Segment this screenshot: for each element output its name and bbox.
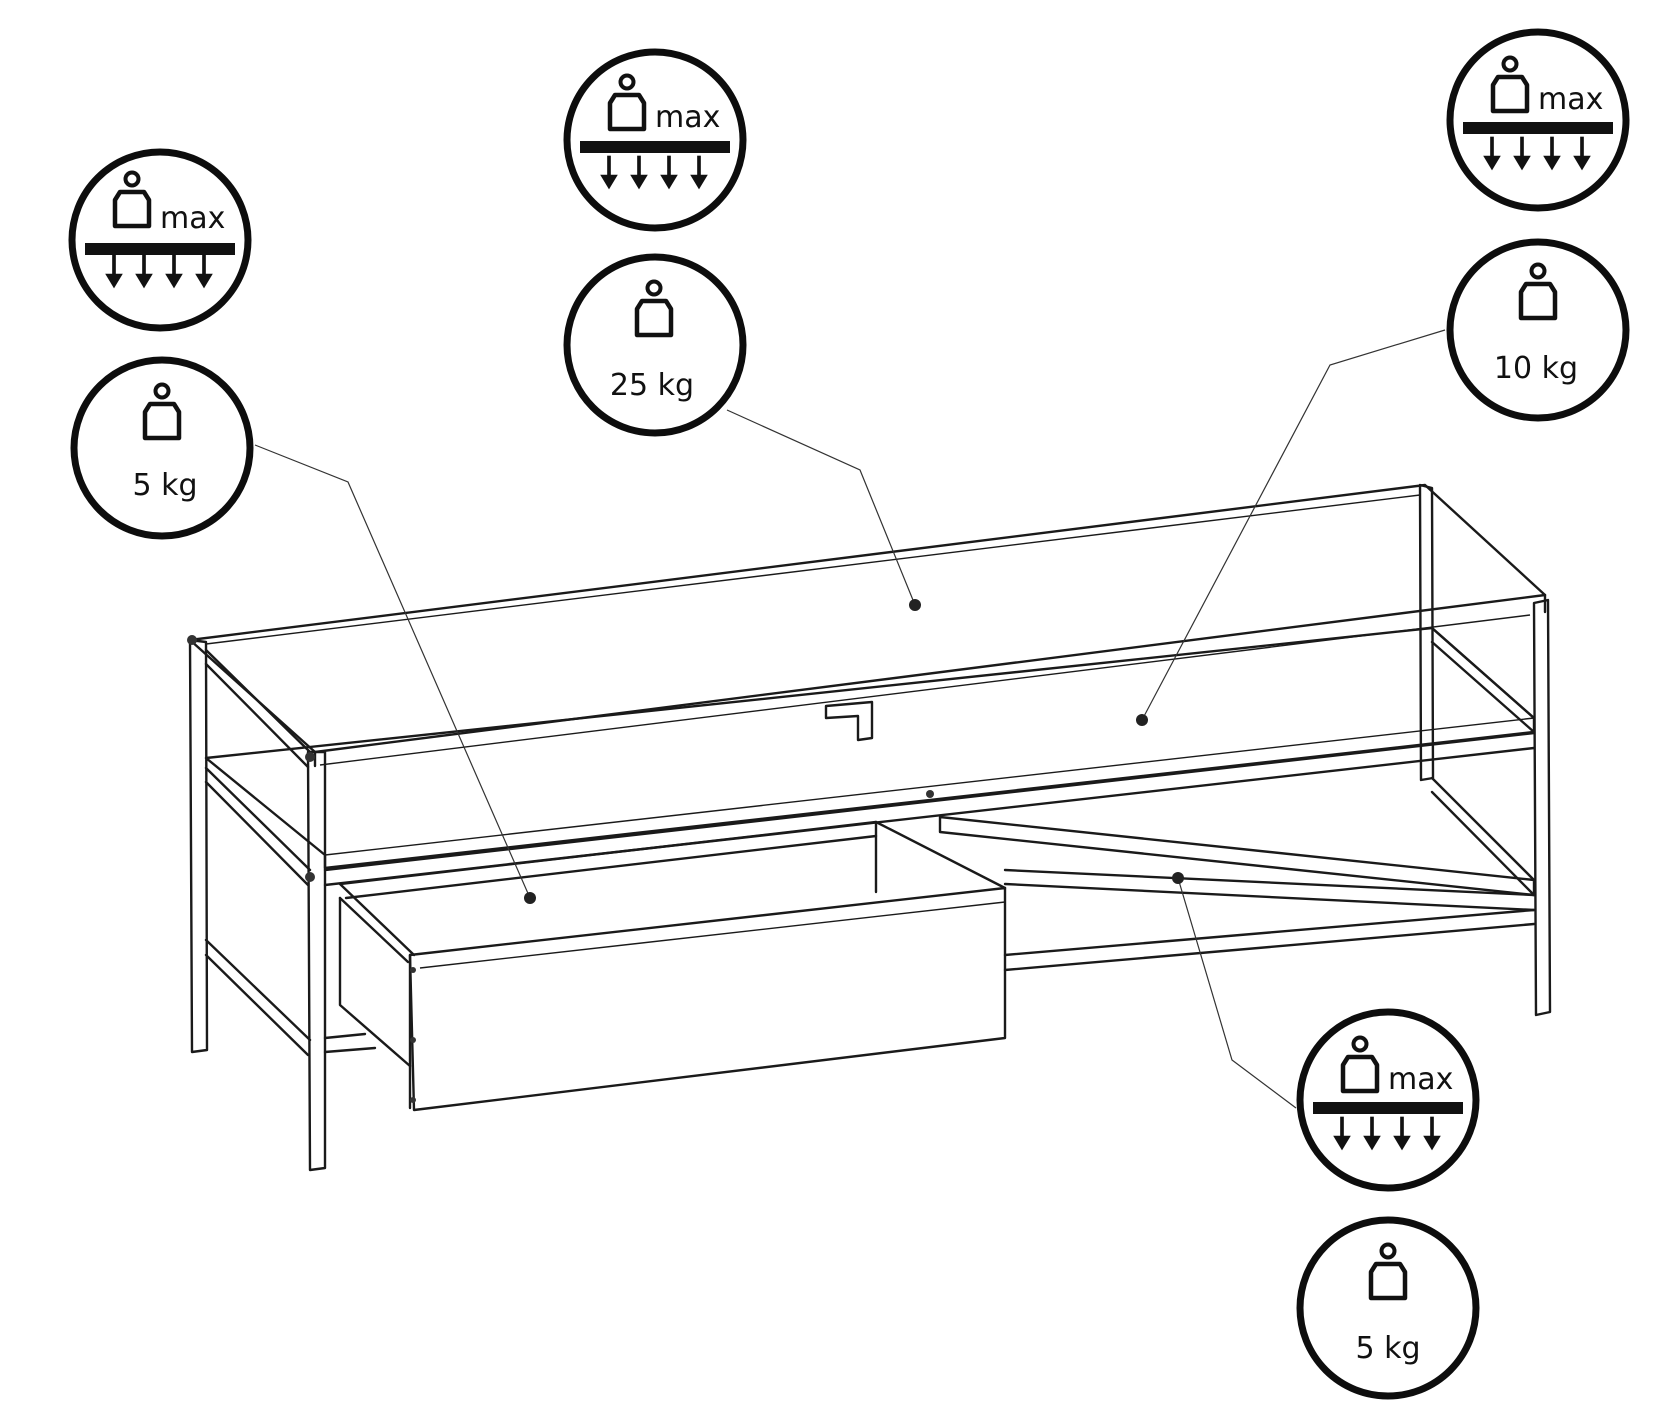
open-drawer: [338, 820, 1007, 1112]
max-label: max: [1388, 1062, 1453, 1097]
right-back-leg: [1418, 483, 1435, 782]
load-bar: [85, 243, 235, 255]
right-front-leg: [1532, 598, 1552, 1017]
leader-lines: [254, 329, 1446, 1109]
badge-group-top-shelf: max 25 kg: [563, 48, 747, 437]
max-label: max: [655, 100, 720, 135]
badge-group-drawer-right: max 5 kg: [1296, 1008, 1480, 1400]
load-value-badge: 10 kg: [1446, 238, 1630, 422]
left-back-leg: [188, 638, 209, 1054]
load-bar: [580, 141, 730, 153]
middle-shelf-marker: [1136, 714, 1148, 726]
load-value-badge: 5 kg: [70, 356, 254, 540]
badge-group-middle-shelf: max 10 kg: [1446, 28, 1630, 422]
middle-shelf-board: [204, 626, 1536, 870]
leader-dots: [524, 599, 1184, 904]
left-front-leg: [306, 750, 327, 1172]
load-bar: [1463, 122, 1613, 134]
max-load-badge: max: [1446, 28, 1630, 212]
drawer-left-marker: [524, 892, 536, 904]
max-label: max: [1538, 82, 1603, 117]
load-value-badge: 5 kg: [1296, 1216, 1480, 1400]
max-load-badge: max: [1296, 1008, 1480, 1192]
top-shelf-board: [188, 483, 1547, 768]
lower-frame: [323, 731, 1536, 1054]
load-value-label: 25 kg: [610, 368, 694, 403]
load-value-badge: 25 kg: [563, 253, 747, 437]
load-bar: [1313, 1102, 1463, 1114]
load-value-label: 5 kg: [1355, 1331, 1420, 1366]
max-load-badge: max: [563, 48, 747, 232]
right-side-rails: [1430, 626, 1536, 897]
drawer-right-marker: [1172, 872, 1184, 884]
badge-group-drawer-left: max 5 kg: [68, 148, 254, 540]
top-shelf-marker: [909, 599, 921, 611]
max-load-badge: max: [68, 148, 252, 332]
left-side-rails: [187, 635, 315, 1057]
load-value-label: 5 kg: [132, 468, 197, 503]
load-value-label: 10 kg: [1494, 351, 1578, 386]
max-label: max: [160, 201, 225, 236]
tv-stand-drawing: [187, 329, 1552, 1172]
